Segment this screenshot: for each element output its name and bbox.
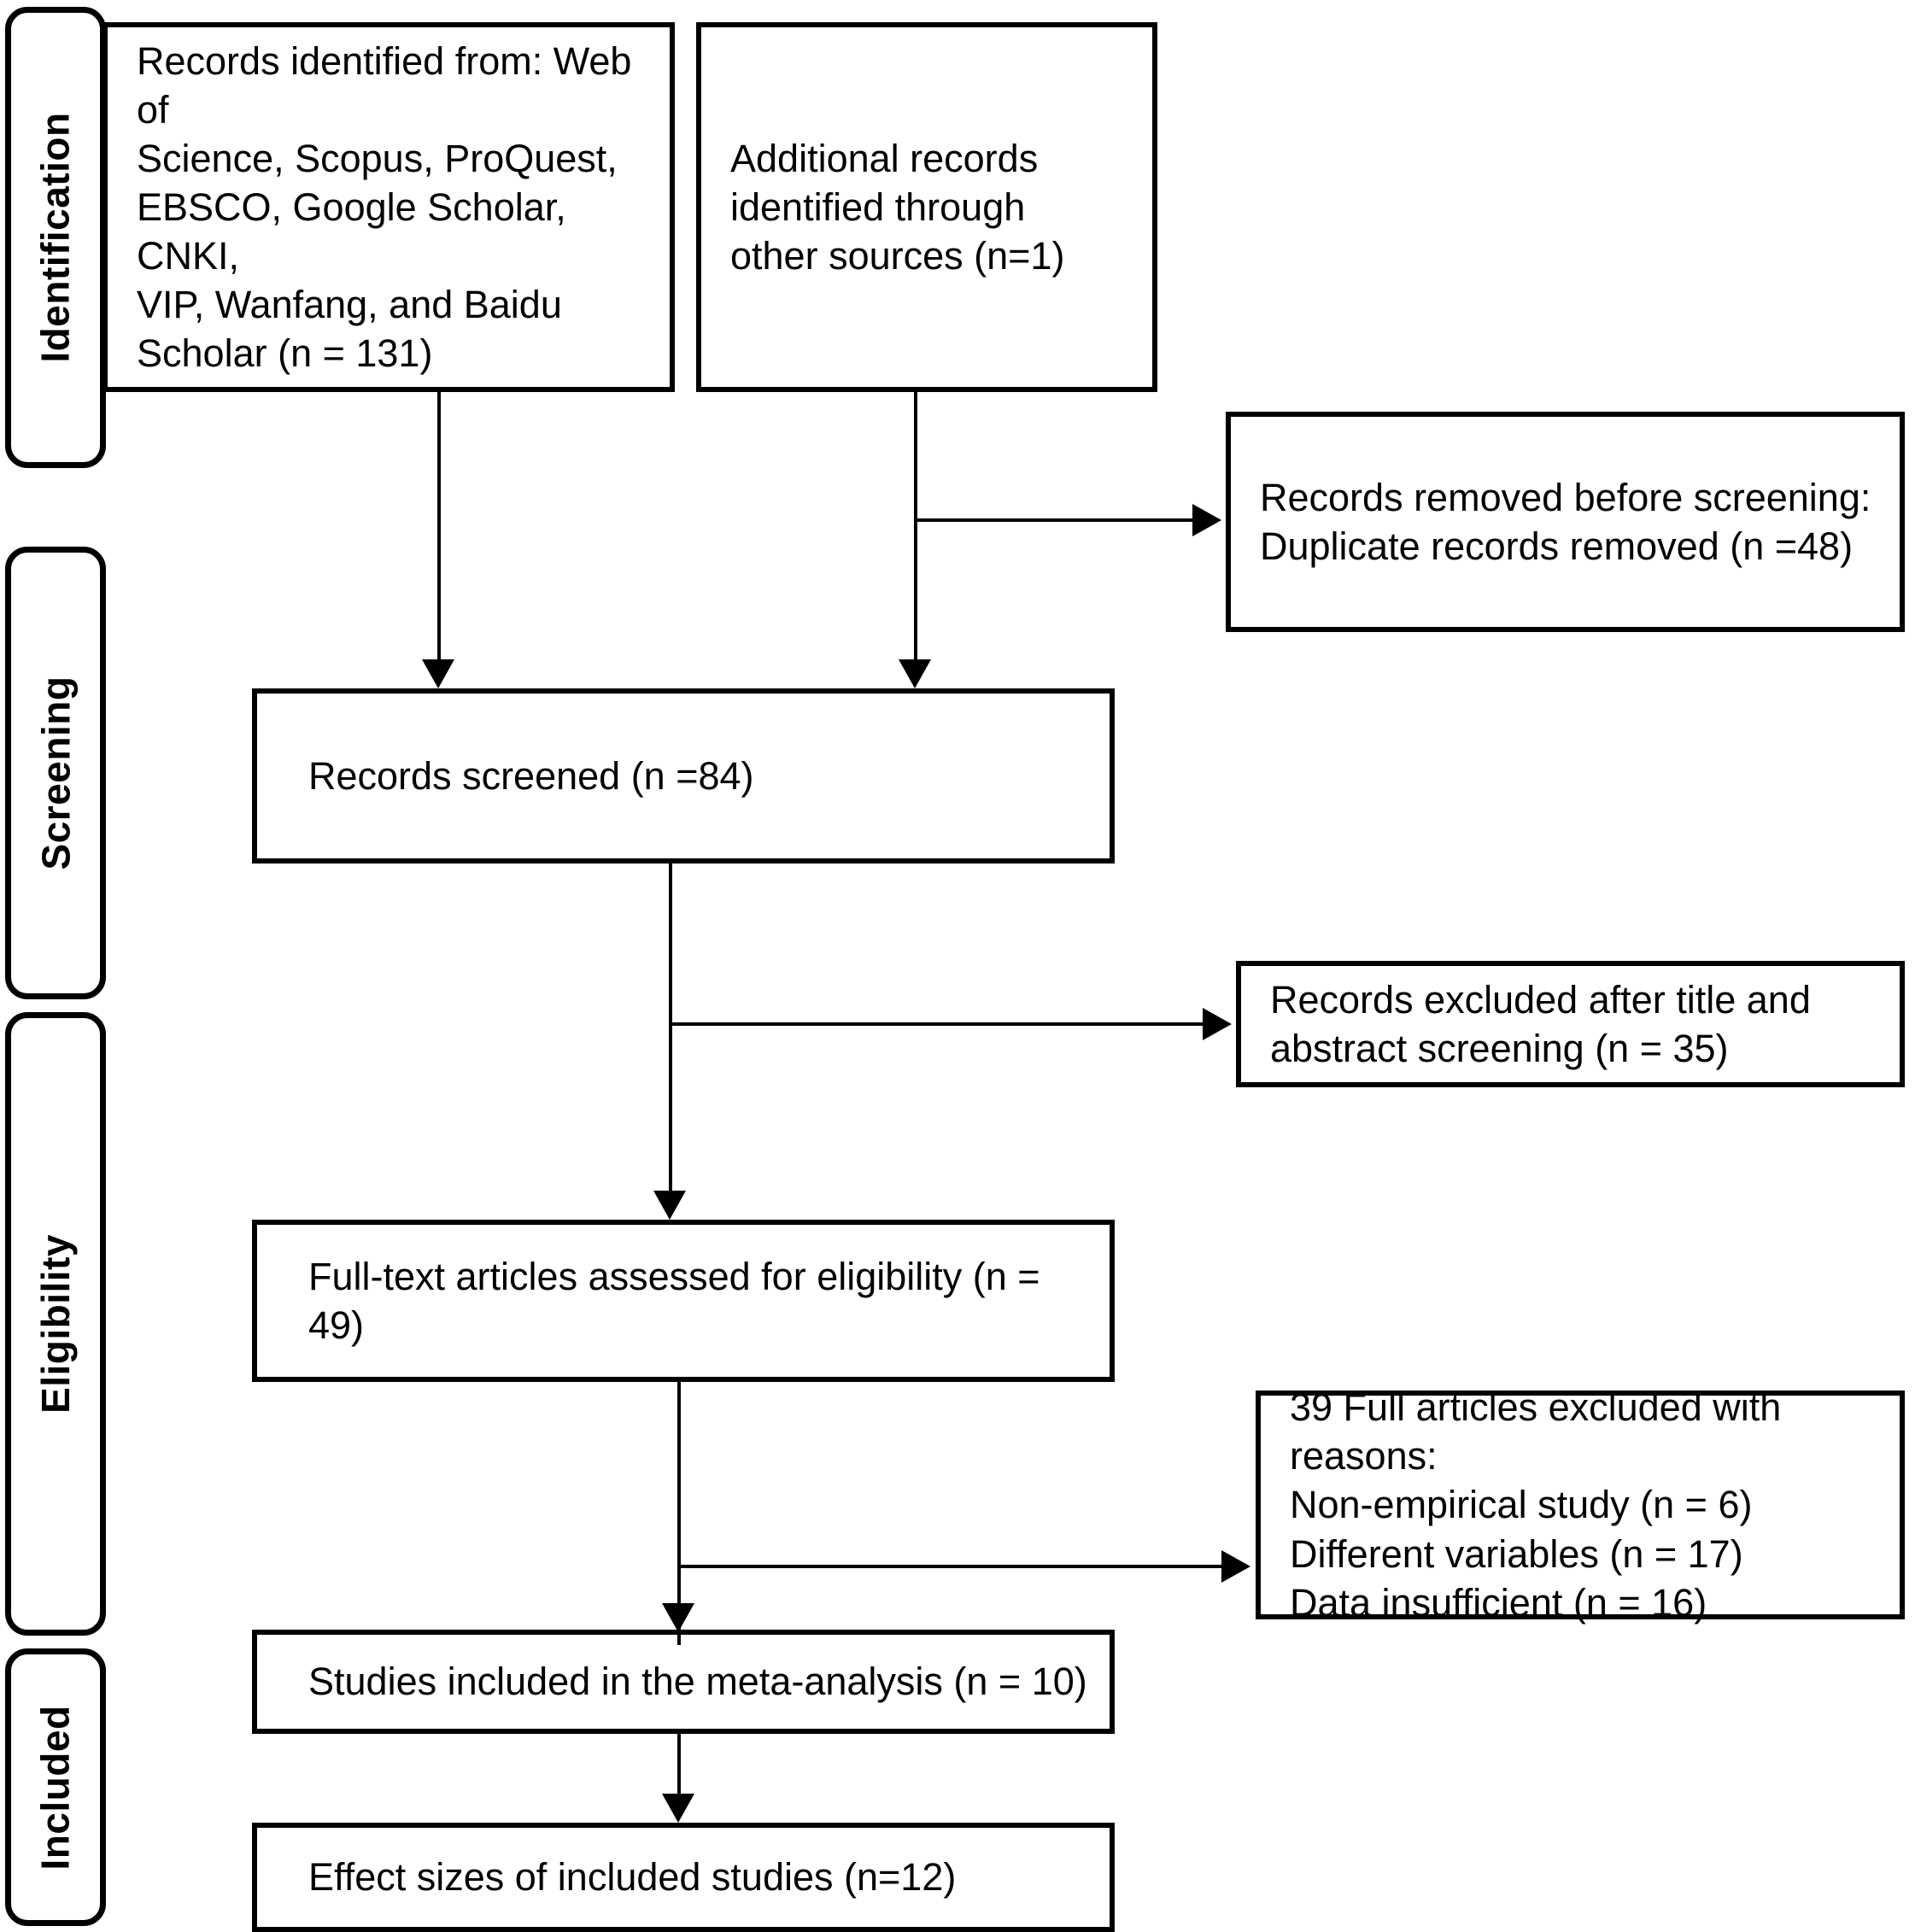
arrowhead-screened-to-fulltext	[653, 1191, 686, 1220]
box-studies-included: Studies included in the meta-analysis (n…	[252, 1630, 1115, 1734]
connector-included-to-effectsizes	[677, 1734, 681, 1811]
arrowhead-to-records-excluded	[1203, 1008, 1232, 1040]
box-additional-records: Additional records identified through ot…	[696, 22, 1157, 392]
connector-identified-to-screened	[437, 392, 441, 665]
connector-to-records-removed	[914, 518, 1196, 522]
box-records-screened: Records screened (n =84)	[252, 688, 1115, 864]
stage-pill-eligibility: Eligibility	[5, 1012, 106, 1636]
connector-additional-to-screened	[914, 392, 917, 665]
connector-screened-to-fulltext	[669, 864, 672, 1205]
stage-label-included: Included	[33, 1704, 78, 1871]
stage-label-eligibility: Eligibility	[33, 1234, 78, 1414]
box-full-excluded-reasons: 39 Full articles excluded with reasons: …	[1256, 1385, 1905, 1625]
box-records-removed-text: Records removed before screening: Duplic…	[1260, 475, 1871, 568]
connector-to-records-excluded	[669, 1022, 1205, 1026]
box-records-screened-text: Records screened (n =84)	[308, 753, 754, 798]
connector-fulltext-to-included	[677, 1382, 681, 1645]
arrowhead-additional-to-screened	[899, 659, 931, 688]
box-records-removed: Records removed before screening: Duplic…	[1226, 412, 1905, 632]
box-records-excluded-text: Records excluded after title and abstrac…	[1270, 977, 1811, 1070]
box-full-text-assessed: Full-text articles assessed for eligibil…	[252, 1220, 1115, 1382]
box-effect-sizes-text: Effect sizes of included studies (n=12)	[308, 1855, 957, 1900]
box-studies-included-text: Studies included in the meta-analysis (n…	[308, 1660, 1087, 1704]
connector-to-full-excluded	[677, 1565, 1224, 1568]
stage-pill-identification: Identification	[5, 7, 106, 468]
stage-pill-screening: Screening	[5, 547, 106, 999]
stage-label-identification: Identification	[33, 112, 79, 363]
stage-pill-included: Included	[5, 1648, 106, 1926]
box-full-text-assessed-text: Full-text articles assessed for eligibil…	[308, 1254, 1040, 1347]
arrowhead-to-records-removed	[1192, 504, 1221, 536]
box-additional-records-text: Additional records identified through ot…	[730, 136, 1065, 278]
arrowhead-fulltext-to-included	[662, 1603, 694, 1632]
arrowhead-to-full-excluded	[1221, 1550, 1250, 1583]
arrowhead-identified-to-screened	[422, 659, 454, 688]
box-full-excluded-reasons-text: 39 Full articles excluded with reasons: …	[1290, 1385, 1782, 1625]
stage-label-screening: Screening	[33, 676, 79, 870]
box-records-identified: Records identified from: Web of Science,…	[102, 22, 675, 392]
arrowhead-included-to-effectsizes	[662, 1794, 694, 1823]
box-records-identified-text: Records identified from: Web of Science,…	[137, 38, 632, 376]
box-effect-sizes: Effect sizes of included studies (n=12)	[252, 1823, 1115, 1932]
box-records-excluded: Records excluded after title and abstrac…	[1236, 961, 1905, 1087]
